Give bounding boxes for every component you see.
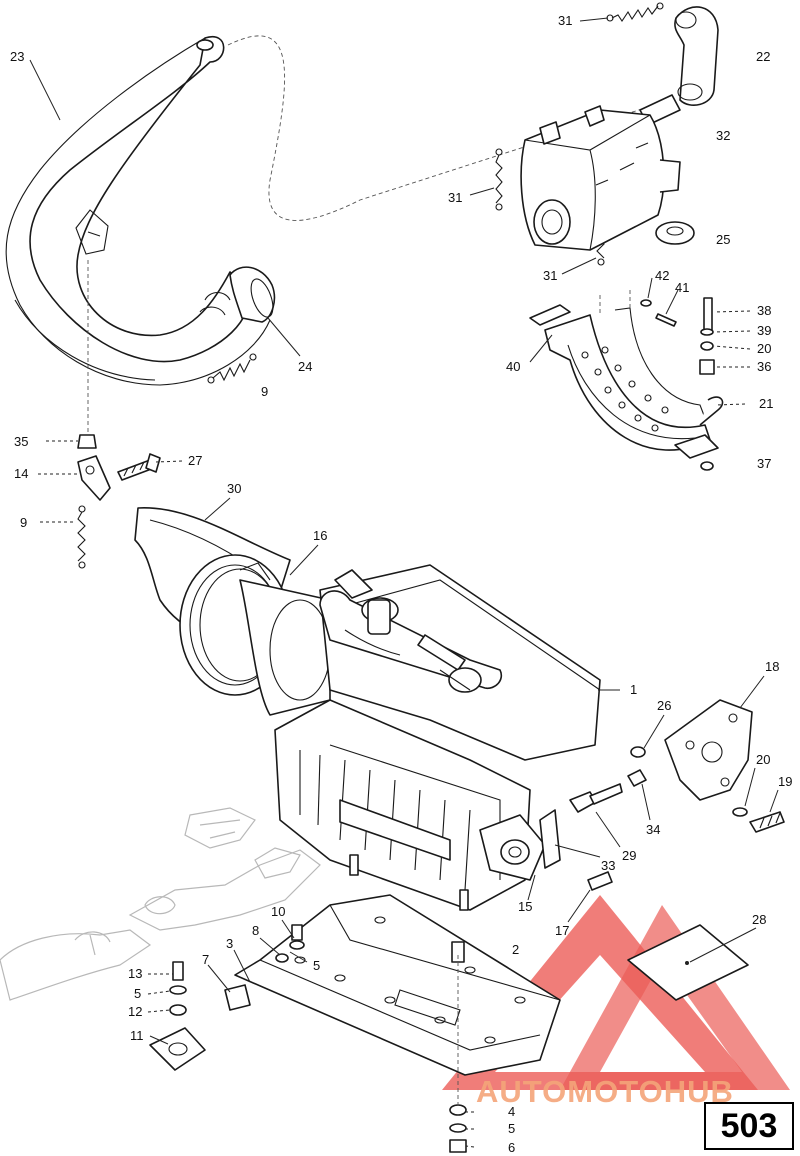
- callout-12: 12: [128, 1004, 142, 1019]
- callout-numbers: 31 22 23 32 31 25 31 42 41 38 39 20 36 4…: [10, 13, 792, 1155]
- mount-hardware-left: [77, 434, 161, 501]
- tuned-pipe: [5, 35, 276, 386]
- callout-24: 24: [298, 359, 312, 374]
- callout-34: 34: [646, 822, 660, 837]
- page-number: 503: [720, 1106, 778, 1145]
- callout-2: 2: [512, 942, 519, 957]
- callout-37: 37: [757, 456, 771, 471]
- callout-22: 22: [756, 49, 770, 64]
- callout-40: 40: [506, 359, 520, 374]
- callout-26: 26: [657, 698, 671, 713]
- callout-9-lower: 9: [20, 515, 27, 530]
- engine-assembly: [134, 507, 601, 911]
- exhaust-manifold-faint: [0, 807, 321, 1001]
- rear-bracket: [664, 699, 753, 801]
- callout-16: 16: [313, 528, 327, 543]
- page-number-box: 503: [704, 1102, 794, 1150]
- callout-7: 7: [202, 952, 209, 967]
- callout-29: 29: [622, 848, 636, 863]
- callout-10: 10: [271, 904, 285, 919]
- exhaust-elbow: [639, 6, 719, 126]
- callout-30: 30: [227, 481, 241, 496]
- spring-9-lower: [77, 505, 86, 569]
- callout-1: 1: [630, 682, 637, 697]
- callout-27: 27: [188, 453, 202, 468]
- callout-8: 8: [252, 923, 259, 938]
- callout-23: 23: [10, 49, 24, 64]
- callout-31-mid: 31: [448, 190, 462, 205]
- grommet-25: [655, 221, 695, 245]
- callout-4: 4: [508, 1104, 515, 1119]
- callout-20-bracket: 20: [756, 752, 770, 767]
- callout-31-top: 31: [558, 13, 572, 28]
- callout-28: 28: [752, 912, 766, 927]
- callout-15: 15: [518, 899, 532, 914]
- flow-dashed-line: [227, 35, 646, 221]
- callout-41: 41: [675, 280, 689, 295]
- leader-lines: [29, 17, 779, 1148]
- callout-33: 33: [601, 858, 615, 873]
- spring-9-upper: [207, 353, 257, 384]
- callout-21: 21: [759, 396, 773, 411]
- muffler: [520, 105, 681, 251]
- spring-31-mid: [495, 148, 503, 211]
- callout-3: 3: [226, 936, 233, 951]
- callout-19: 19: [778, 774, 792, 789]
- callout-35: 35: [14, 434, 28, 449]
- callout-31-low: 31: [543, 268, 557, 283]
- spring-31-top: [606, 2, 664, 22]
- bracket-hardware: [569, 746, 785, 891]
- callout-20-right: 20: [757, 341, 771, 356]
- callout-14: 14: [14, 466, 28, 481]
- hardware-right: [640, 297, 724, 471]
- support-bracket: [529, 290, 719, 459]
- callout-39: 39: [757, 323, 771, 338]
- pad-leader-dot: [685, 961, 689, 965]
- callout-5-bottom: 5: [508, 1121, 515, 1136]
- callout-36: 36: [757, 359, 771, 374]
- callout-25: 25: [716, 232, 730, 247]
- callout-5-plate: 5: [313, 958, 320, 973]
- callout-42: 42: [655, 268, 669, 283]
- callout-17: 17: [555, 923, 569, 938]
- callout-5-left: 5: [134, 986, 141, 1001]
- callout-9-upper: 9: [261, 384, 268, 399]
- callout-18: 18: [765, 659, 779, 674]
- callout-11: 11: [130, 1028, 144, 1043]
- lower-hardware: [149, 924, 467, 1153]
- callout-38: 38: [757, 303, 771, 318]
- callout-6: 6: [508, 1140, 515, 1155]
- callout-13: 13: [128, 966, 142, 981]
- engine-mount-plate: [234, 894, 561, 1076]
- callout-32: 32: [716, 128, 730, 143]
- watermark-text: AUTOMOTOHUB: [476, 1074, 734, 1109]
